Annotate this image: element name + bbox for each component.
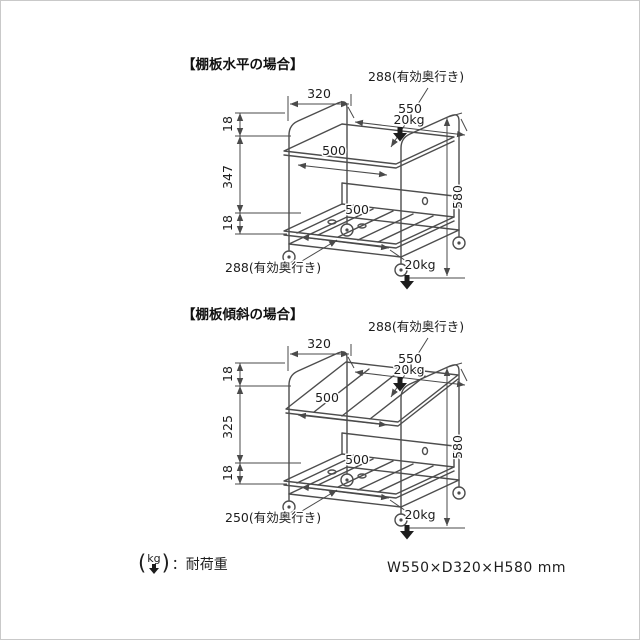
diagram-horizontal-case: 【棚板水平の場合】 288(有効奥行き) 320 550 20kg 500 18…: [181, 55, 467, 290]
label-dim-18-bottom: 18: [220, 215, 235, 231]
label-top-clear-width: 500: [322, 143, 346, 158]
label-dim-18-bottom: 18: [220, 465, 235, 481]
overall-size-text: W550×D320×H580 mm: [387, 560, 567, 576]
label-dim-mid: 325: [220, 415, 235, 439]
label-dim-18-top: 18: [220, 366, 235, 382]
label-bottom-depth: 250(有効奥行き): [225, 510, 321, 525]
top-shelf-tilted: [285, 361, 459, 427]
label-height-580: 580: [450, 435, 465, 459]
legend-label: ：耐荷重: [171, 556, 228, 573]
label-width-550: 550: [398, 101, 422, 116]
label-dim-18-top: 18: [220, 116, 235, 132]
label-top-depth: 288(有効奥行き): [368, 319, 464, 334]
label-bottom-depth: 288(有効奥行き): [225, 260, 321, 275]
label-top-depth: 288(有効奥行き): [368, 69, 464, 84]
label-bottom-clear-width: 500: [345, 452, 369, 467]
down-arrow-icon: [148, 564, 159, 574]
diagram-tilted-case: 【棚板傾斜の場合】 288(有効奥行き) 320 550 20kg 500 18…: [181, 305, 467, 540]
label-depth-320: 320: [307, 336, 331, 351]
label-top-clear-width: 500: [315, 390, 339, 405]
diagram-title: 【棚板傾斜の場合】: [182, 306, 304, 323]
legend-close-paren: ): [161, 551, 170, 575]
label-top-load: 20kg: [393, 362, 424, 377]
legend-unit: kg: [147, 552, 161, 565]
load-legend: ( kg ) ：耐荷重: [138, 553, 228, 574]
top-shelf-horizontal: [283, 123, 455, 169]
legend-open-paren: (: [138, 551, 147, 575]
label-bottom-clear-width: 500: [345, 202, 369, 217]
label-dim-mid: 347: [220, 165, 235, 189]
label-top-load: 20kg: [393, 112, 424, 127]
label-depth-320: 320: [307, 86, 331, 101]
diagram-title: 【棚板水平の場合】: [182, 56, 304, 73]
load-unit-symbol: kg: [147, 552, 161, 574]
label-width-550: 550: [398, 351, 422, 366]
label-bottom-load: 20kg: [404, 257, 435, 272]
label-height-580: 580: [450, 185, 465, 209]
label-bottom-load: 20kg: [404, 507, 435, 522]
